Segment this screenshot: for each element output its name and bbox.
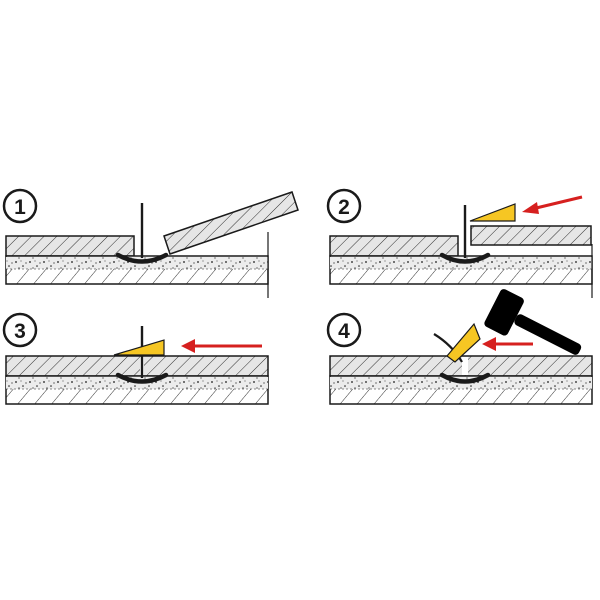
step-3-badge: 3 bbox=[2, 312, 38, 348]
step-3-arrow-left-icon bbox=[181, 339, 262, 353]
step-4-wedge-icon bbox=[446, 322, 481, 363]
step-3-wedge-icon bbox=[113, 339, 165, 356]
step-2-wedge-icon bbox=[469, 203, 516, 222]
step-2-floor-layers bbox=[329, 225, 593, 298]
step-4-number: 4 bbox=[338, 320, 350, 343]
step-4-leveling-clip-icon bbox=[433, 333, 491, 384]
step-1: 1 bbox=[2, 188, 299, 298]
step-2-leveling-clip-icon bbox=[439, 205, 491, 264]
step-2: 2 bbox=[326, 188, 593, 298]
step-4-floor-layers bbox=[329, 355, 593, 405]
step-1-badge: 1 bbox=[2, 188, 38, 224]
step-1-floor-layers bbox=[5, 232, 269, 298]
step-4-mallet-icon bbox=[484, 289, 582, 355]
step-3: 3 bbox=[2, 312, 269, 405]
step-4-arrow-left-icon bbox=[482, 337, 533, 351]
step-2-badge: 2 bbox=[326, 188, 362, 224]
step-1-leveling-clip-icon bbox=[115, 203, 169, 264]
step-1-tile-lifted bbox=[163, 191, 299, 255]
step-3-floor-layers bbox=[5, 355, 269, 405]
step-2-number: 2 bbox=[338, 196, 350, 219]
step-4: 4 bbox=[326, 289, 593, 405]
step-2-arrow-left-icon bbox=[522, 195, 583, 214]
step-4-badge: 4 bbox=[326, 312, 362, 348]
step-3-number: 3 bbox=[14, 320, 26, 343]
step-1-number: 1 bbox=[14, 196, 26, 219]
